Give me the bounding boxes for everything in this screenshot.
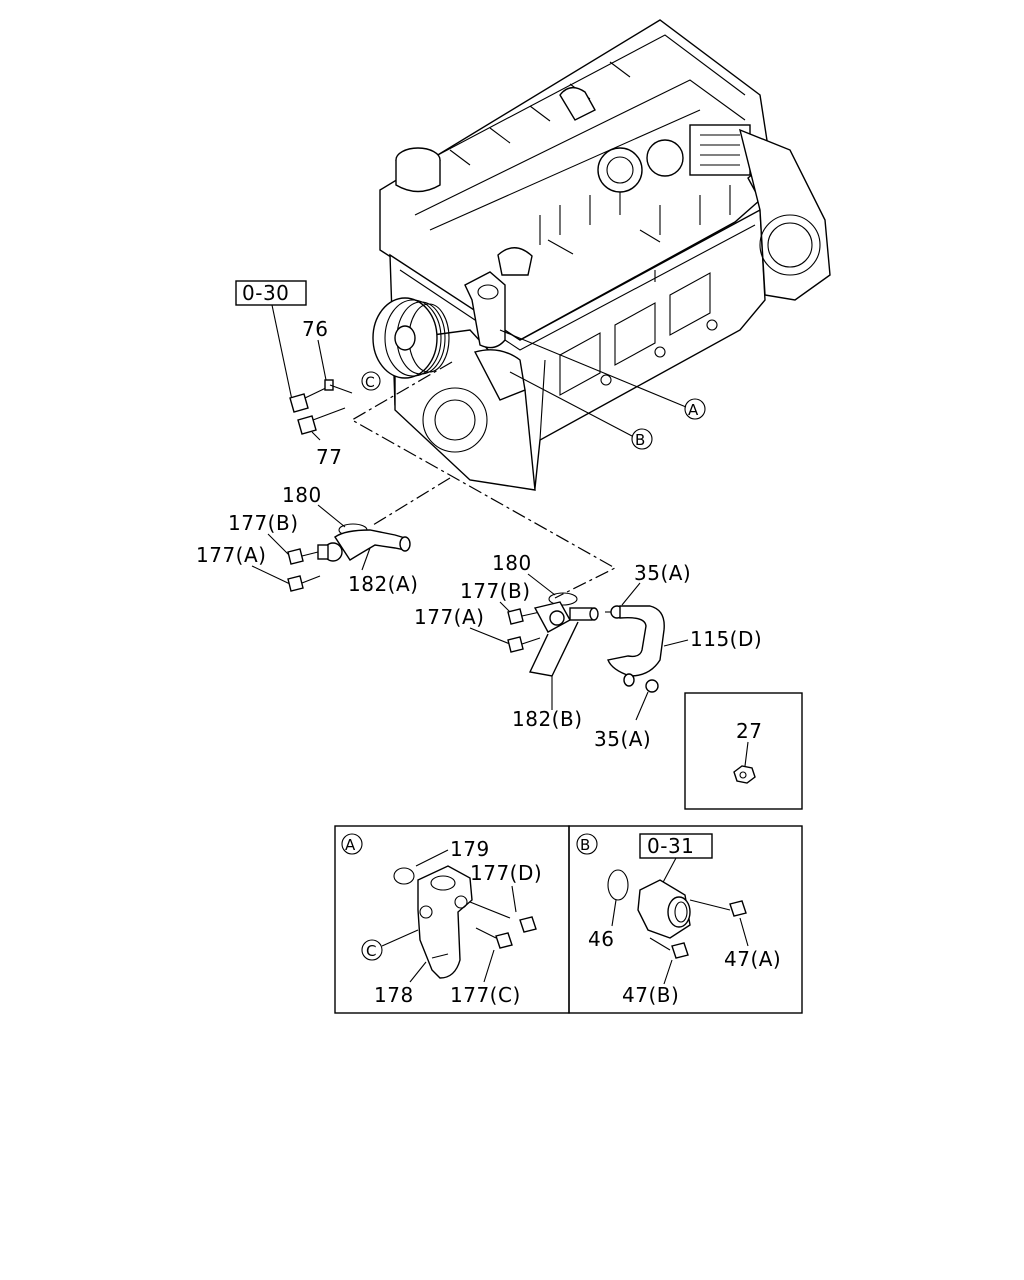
part-179-label: 179 <box>450 837 490 861</box>
part-35a-top-label: 35(A) <box>634 561 691 585</box>
detail-b-marker: B <box>580 836 591 854</box>
part-177a-b-label: 177(A) <box>414 605 484 629</box>
part-182b-label: 182(B) <box>512 707 583 731</box>
detail-a-panel: A 179 177(D) C 178 177(C) <box>334 825 570 1014</box>
part-180-a-label: 180 <box>282 483 322 507</box>
group-0-30: 0-30 76 C 77 <box>235 280 381 469</box>
ref-0-31-label: 0-31 <box>647 834 694 858</box>
pipe-182b-group: 180 177(B) 177(A) 182(B) <box>414 551 599 731</box>
part-178-label: 178 <box>374 983 414 1007</box>
part-182a-label: 182(A) <box>348 572 418 596</box>
leader-b: B <box>509 371 653 450</box>
part-177b-a-label: 177(B) <box>228 511 299 535</box>
ref-0-30-label: 0-30 <box>242 281 289 305</box>
detail-a-marker: A <box>345 836 356 854</box>
detail-a-c-marker: C <box>366 942 377 960</box>
part-115d-label: 115(D) <box>690 627 762 651</box>
pipe-182a-group: 180 177(B) 177(A) 182(A) <box>196 483 418 596</box>
assembly-lines <box>350 361 617 599</box>
part-177c-label: 177(C) <box>450 983 521 1007</box>
part-76-label: 76 <box>302 317 328 341</box>
part-47a-label: 47(A) <box>724 947 781 971</box>
engine-block-drawing <box>372 19 831 491</box>
marker-b-label: B <box>635 431 646 449</box>
part-177a-a-label: 177(A) <box>196 543 266 567</box>
part-47b-label: 47(B) <box>622 983 679 1007</box>
nut-27-box: 27 <box>684 692 803 810</box>
part-46-label: 46 <box>588 927 614 951</box>
marker-a-label: A <box>688 401 699 419</box>
marker-c-label: C <box>365 375 375 391</box>
part-27-label: 27 <box>736 719 762 743</box>
leader-a: A <box>499 329 706 420</box>
detail-b-panel: B 0-31 46 47(A) 47(B) <box>568 825 803 1014</box>
part-177b-b-label: 177(B) <box>460 579 531 603</box>
part-180-b-label: 180 <box>492 551 532 575</box>
part-77-label: 77 <box>316 445 342 469</box>
part-35a-bot-label: 35(A) <box>594 727 651 751</box>
hose-115d-group: 35(A) 115(D) 35(A) <box>594 561 762 751</box>
part-177d-label: 177(D) <box>470 861 542 885</box>
